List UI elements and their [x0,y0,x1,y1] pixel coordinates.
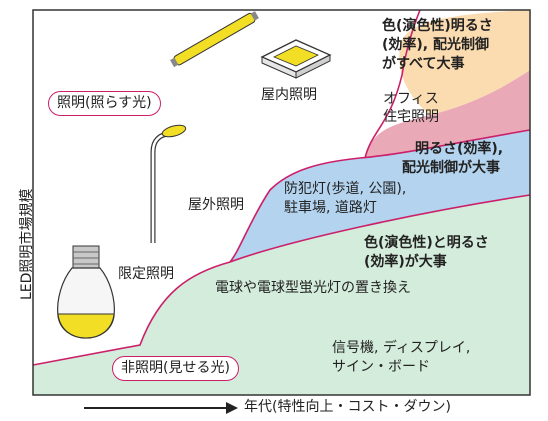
boundary-line-middle [229,129,531,263]
home-lighting-label: 住宅照明 [383,109,439,125]
signboard-label: サイン・ボード [332,359,430,375]
requirement-lower-line2: (効率)が大事 [364,254,447,270]
non-lighting-category-label: 非照明(見せる光) [112,356,239,381]
outdoor-lighting-region [230,70,530,262]
street-light-icon [150,124,187,243]
indoor-lighting-region [365,10,530,158]
signal-display-label: 信号機, ディスプレイ, [332,340,471,356]
requirement-top-line3: がすべて大事 [382,56,465,72]
led-bulb-icon [57,245,115,339]
diagram-frame [32,9,531,396]
x-axis-label: 年代(特性向上・コスト・ダウン) [244,399,451,415]
outdoor-lighting-label: 屋外照明 [188,197,244,213]
non-lighting-region [33,195,530,395]
requirement-lower-line1: 色(演色性)と明るさ [364,235,489,251]
boundary-line-upper [364,9,421,159]
requirement-middle-line1: 明るさ(効率), [415,141,504,157]
limited-lighting-label: 限定照明 [118,266,174,282]
requirement-top-line1: 色(演色性)明るさ [382,18,493,34]
requirement-top-line2: (効率), 配光制御 [382,37,489,53]
fluorescent-tube-icon [170,11,259,68]
crime-lights-label: 防犯灯(歩道, 公園), [284,181,407,197]
time-axis-arrow [84,402,238,414]
parking-road-lights-label: 駐車場, 道路灯 [284,200,377,216]
bulb-replacement-label: 電球や電球型蛍光灯の置き換え [215,280,411,296]
ceiling-light-icon [260,39,332,79]
lighting-category-label: 照明(照らす光) [48,91,161,116]
boundary-line-lower [32,194,531,366]
y-axis-label: LED照明市場規模 [19,188,35,300]
office-label: オフィス [383,91,439,107]
bulb-replacement-region [140,130,530,345]
requirement-middle-line2: 配光制御が大事 [402,160,500,176]
indoor-lighting-label: 屋内照明 [261,87,317,103]
